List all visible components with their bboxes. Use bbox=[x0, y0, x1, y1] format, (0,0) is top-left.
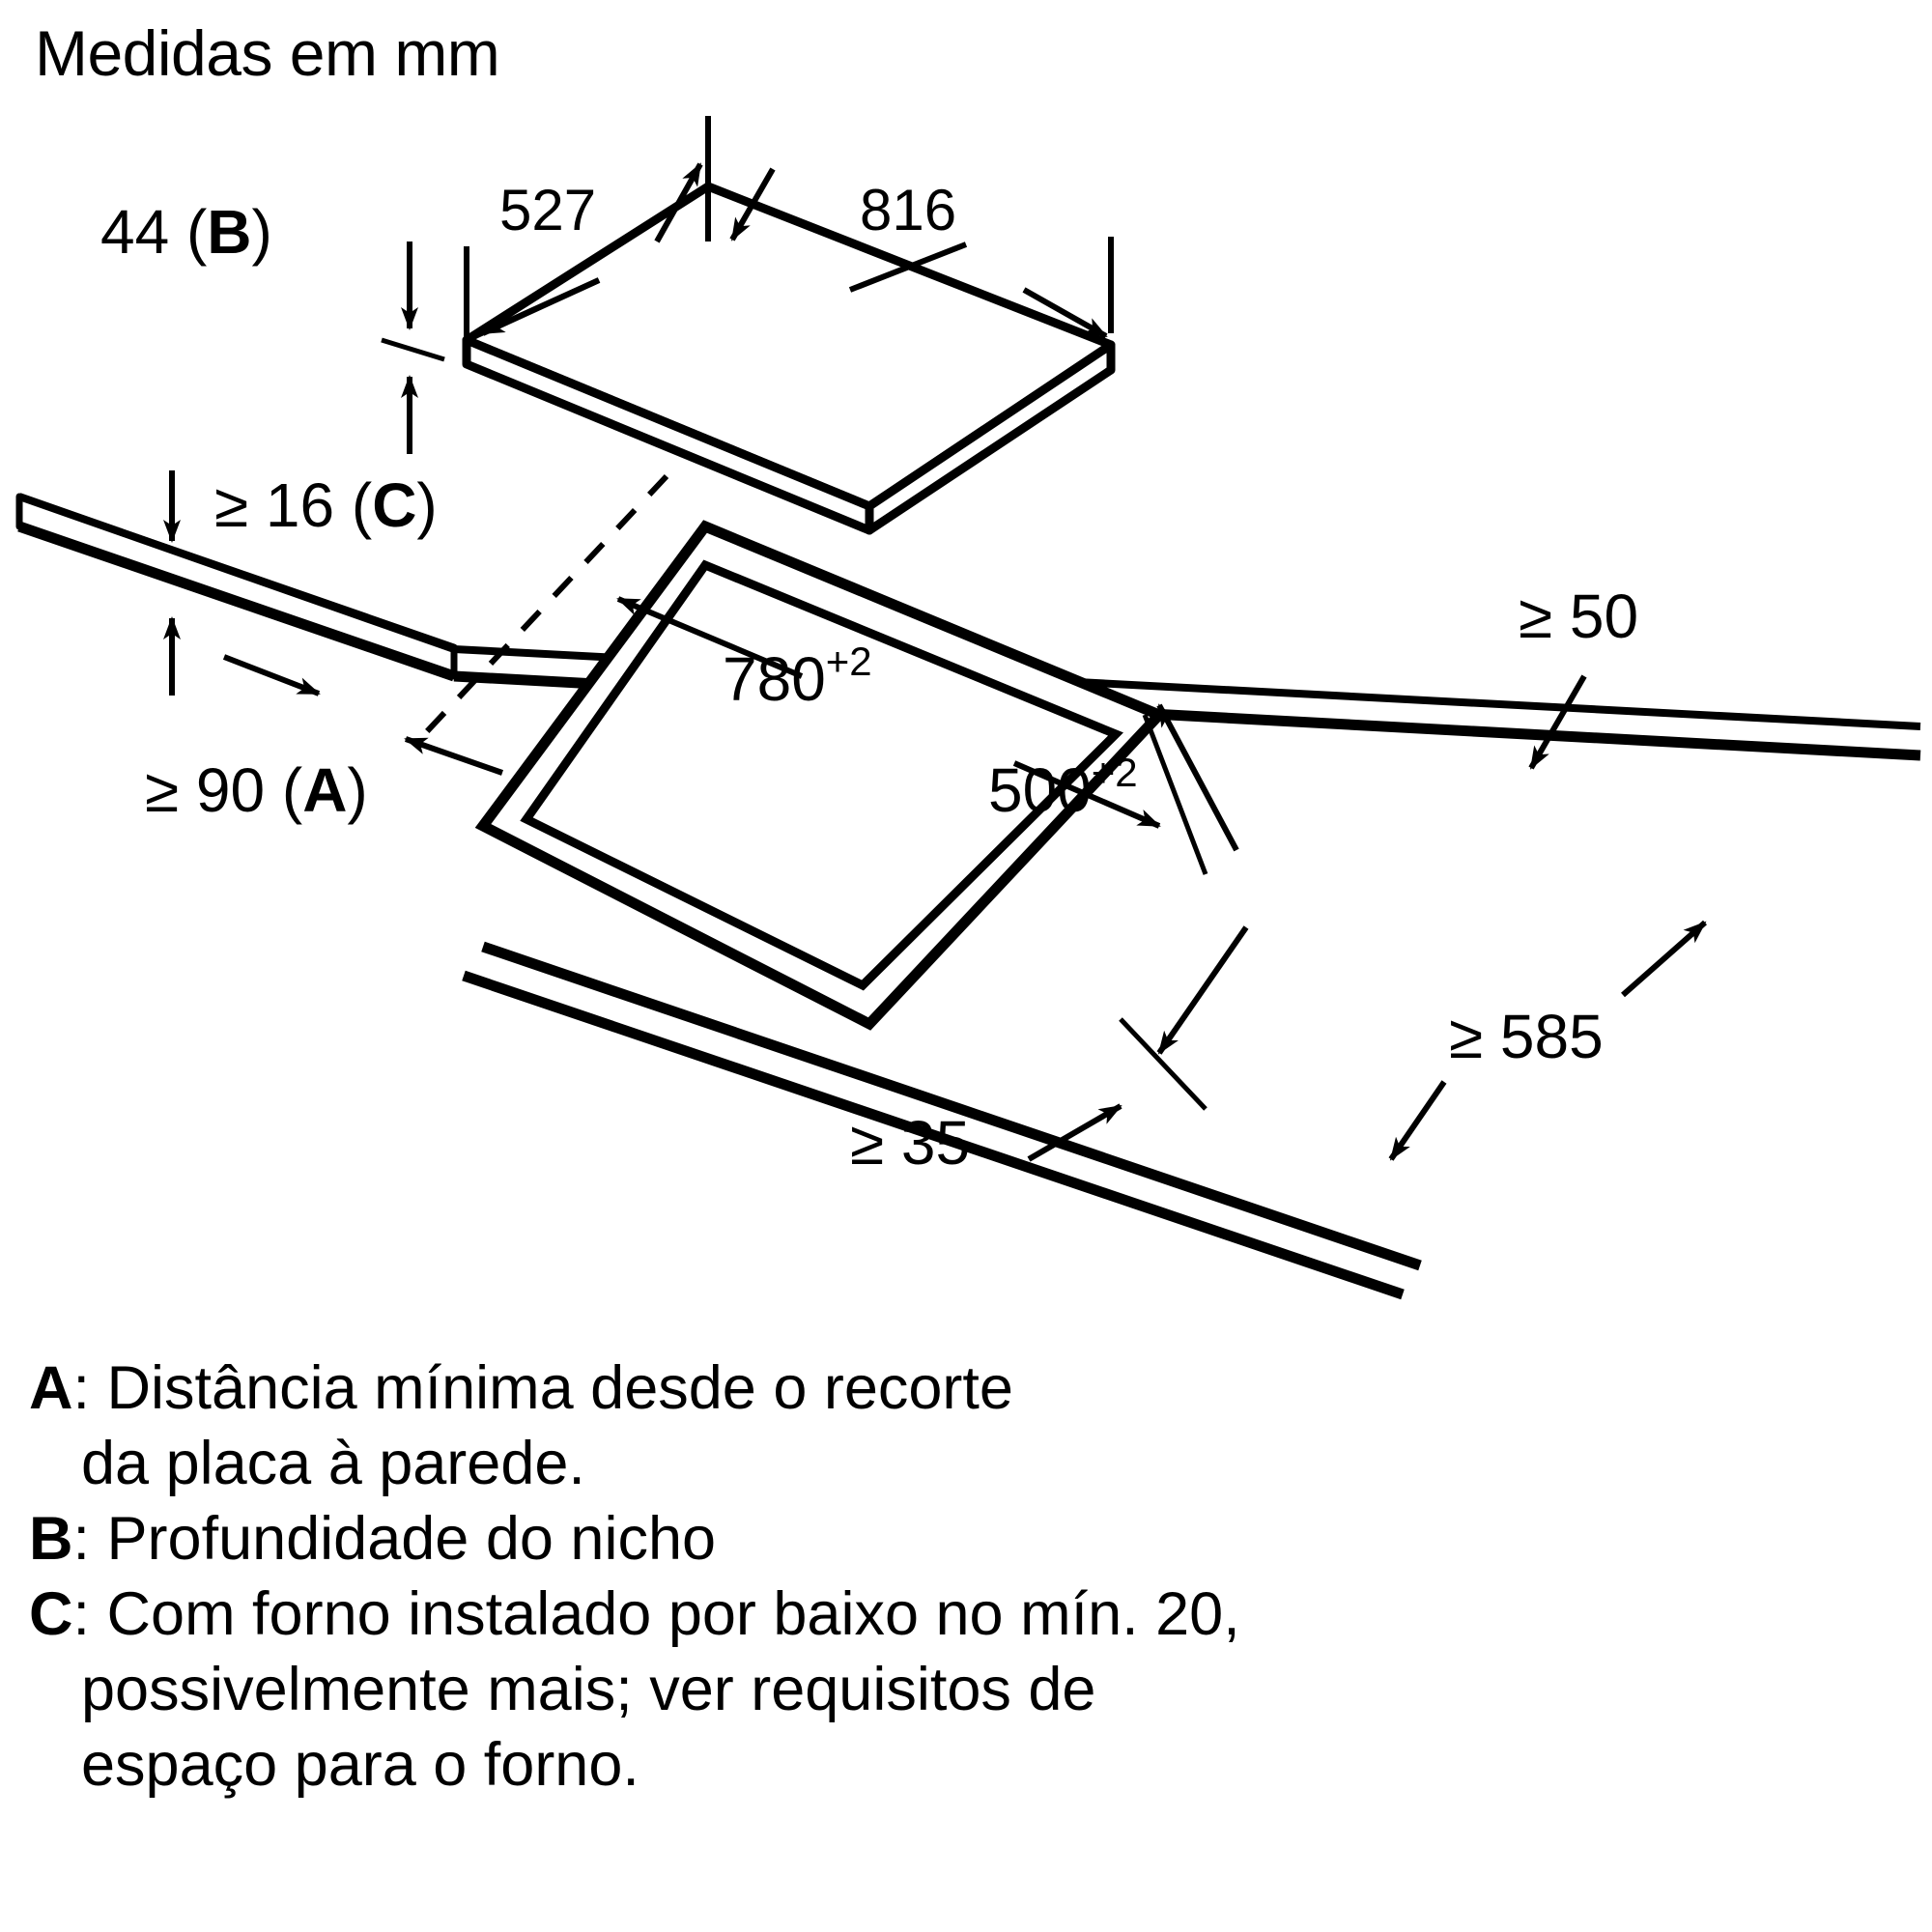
legend-text-a-2: da placa à parede. bbox=[81, 1430, 585, 1497]
legend-key-a: A bbox=[29, 1354, 73, 1422]
legend-text-c-1: Com forno instalado por baixo no mín. 20… bbox=[106, 1580, 1240, 1648]
dim-label-780: 780+2 bbox=[723, 639, 872, 714]
legend-key-c: C bbox=[29, 1580, 73, 1648]
svg-text:44 (B): 44 (B) bbox=[100, 197, 272, 267]
dim-585 bbox=[1388, 920, 1707, 1161]
dim-90A bbox=[222, 654, 503, 776]
legend-text-b-1: Profundidade do nicho bbox=[106, 1505, 717, 1573]
dim-500-tolerance: +2 bbox=[1092, 750, 1138, 795]
dim-90A-close: ) bbox=[347, 755, 367, 825]
worktop-front-edge-bottom bbox=[462, 970, 1405, 1300]
dim-label-500: 500+2 bbox=[988, 750, 1138, 825]
dim-44B bbox=[381, 242, 445, 454]
worktop-front-edge-top bbox=[481, 941, 1422, 1271]
dim-816 bbox=[729, 167, 1114, 339]
legend-sep-c: : bbox=[72, 1580, 91, 1648]
dim-label-585: ≥ 585 bbox=[1449, 1002, 1604, 1071]
worktop-slab bbox=[15, 493, 1921, 1300]
dim-500 bbox=[1119, 703, 1249, 1111]
dim-label-816: 816 bbox=[860, 178, 956, 242]
dim-44B-close: ) bbox=[252, 197, 272, 267]
dim-44B-number: 44 ( bbox=[100, 197, 207, 267]
legend-item-c-line-3: espaço para o forno. bbox=[29, 1727, 1903, 1803]
dim-90A-letter: A bbox=[302, 755, 347, 825]
svg-text:500+2: 500+2 bbox=[988, 750, 1138, 825]
dim-90A-number: ≥ 90 ( bbox=[145, 755, 302, 825]
legend-text-c-3: espaço para o forno. bbox=[81, 1731, 639, 1799]
dim-16C-letter: C bbox=[372, 470, 416, 540]
dim-label-50: ≥ 50 bbox=[1519, 582, 1638, 651]
svg-text:780+2: 780+2 bbox=[723, 639, 872, 714]
dim-50 bbox=[1528, 674, 1587, 770]
dim-16C-close: ) bbox=[416, 470, 437, 540]
projection-dashed-line bbox=[412, 473, 669, 747]
cooktop-panel bbox=[462, 182, 1116, 535]
dim-35 bbox=[1027, 1103, 1122, 1162]
legend-text-a-1: Distância mínima desde o recorte bbox=[106, 1354, 1013, 1422]
dim-780-tolerance: +2 bbox=[826, 639, 872, 684]
legend-sep-a: : bbox=[72, 1354, 91, 1422]
page-title: Medidas em mm bbox=[35, 17, 500, 89]
dim-label-35: ≥ 35 bbox=[850, 1108, 970, 1178]
svg-text:≥ 90 (A): ≥ 90 (A) bbox=[145, 755, 368, 825]
dim-780 bbox=[616, 596, 1161, 829]
dim-500-base: 500 bbox=[988, 755, 1092, 825]
installation-diagram: 527 816 44 (B) ≥ 16 (C) ≥ 90 (A) 780+2 5… bbox=[15, 116, 1921, 1300]
legend-item-a-line-2: da placa à parede. bbox=[29, 1426, 1903, 1501]
legend-sep-b: : bbox=[72, 1505, 91, 1573]
cutout-inner-opening bbox=[520, 559, 1123, 991]
svg-text:≥ 16 (C): ≥ 16 (C) bbox=[214, 470, 438, 540]
legend-key-b: B bbox=[29, 1505, 73, 1573]
dim-label-90A: ≥ 90 (A) bbox=[145, 755, 368, 825]
dim-527 bbox=[464, 116, 711, 343]
legend-item-b-line-1: B: Profundidade do nicho bbox=[29, 1501, 1903, 1577]
dim-label-16C: ≥ 16 (C) bbox=[214, 470, 438, 540]
dim-780-base: 780 bbox=[723, 644, 826, 714]
legend-item-c-line-2: possivelmente mais; ver requisitos de bbox=[29, 1652, 1903, 1727]
legend: A: Distância mínima desde o recorte da p… bbox=[29, 1350, 1903, 1803]
legend-item-c-line-1: C: Com forno instalado por baixo no mín.… bbox=[29, 1577, 1903, 1652]
legend-text-c-2: possivelmente mais; ver requisitos de bbox=[81, 1656, 1096, 1723]
dim-label-527: 527 bbox=[499, 178, 596, 242]
dim-44B-letter: B bbox=[207, 197, 251, 267]
dim-16C-number: ≥ 16 ( bbox=[214, 470, 372, 540]
dim-label-44B: 44 (B) bbox=[100, 197, 272, 267]
legend-item-a-line-1: A: Distância mínima desde o recorte bbox=[29, 1350, 1903, 1426]
countertop-cutout bbox=[474, 520, 1169, 1031]
